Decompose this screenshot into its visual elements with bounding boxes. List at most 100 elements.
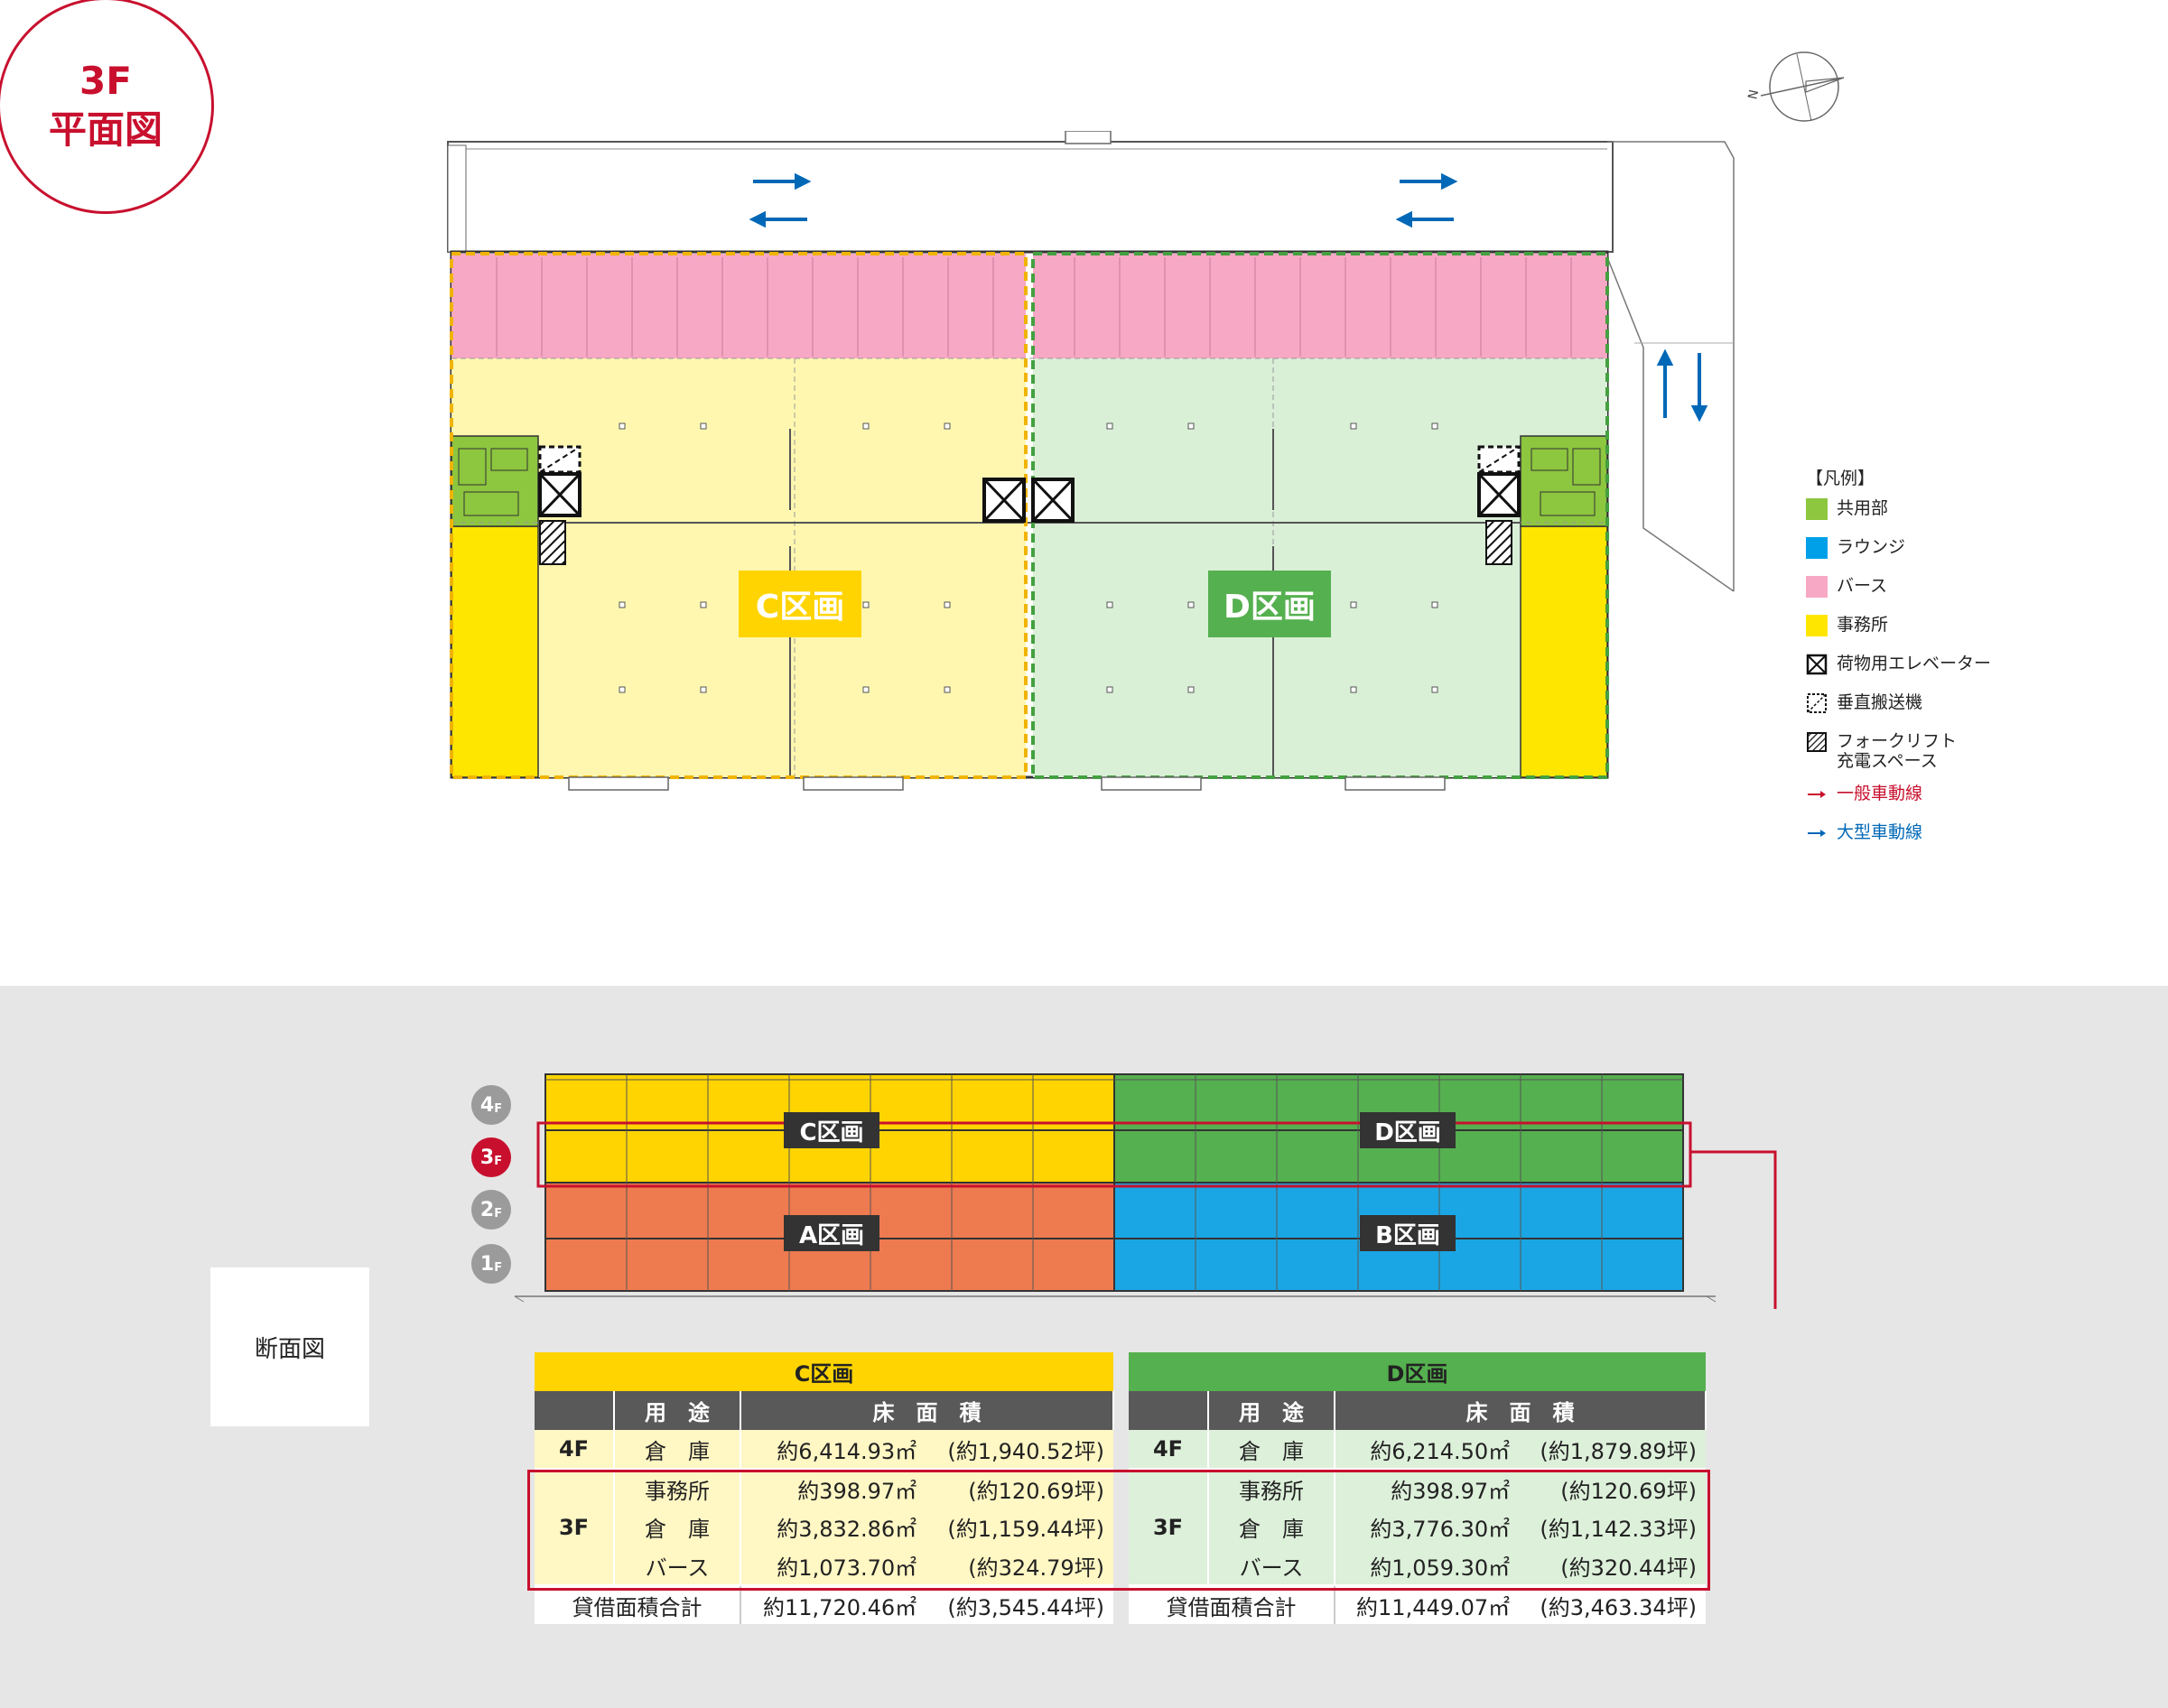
table-row: 3F 事務所 約398.97㎡ (約120.69坪): [535, 1468, 1113, 1585]
row-tsubo: (約324.79坪): [968, 1555, 1104, 1581]
legend-item-vertical-conveyor: 垂直搬送機: [1806, 692, 2041, 731]
row-sqm: 約6,214.50㎡: [1370, 1438, 1511, 1464]
compass-icon: N: [1745, 51, 1845, 122]
row-use: 事務所: [614, 1468, 741, 1508]
section-title-text: 断面図: [254, 1335, 325, 1363]
table-3f-highlight: [527, 1470, 1710, 1591]
row-use: 倉 庫: [1208, 1508, 1335, 1546]
legend-item-large-route: 大型車動線: [1806, 822, 2041, 861]
hatched-box-icon: [1807, 732, 1827, 752]
legend-label: 充電スペース: [1837, 751, 1938, 771]
table-total-row: 貸借面積合計 約11,720.46㎡ (約3,545.44坪): [535, 1584, 1113, 1624]
table-c-floor-header: [535, 1391, 615, 1430]
row-sqm: 約3,776.30㎡: [1370, 1517, 1511, 1542]
floor-badge-number: 3F: [79, 59, 132, 103]
row-sqm: 約398.97㎡: [1335, 1468, 1520, 1508]
table-d-floor-header: [1129, 1391, 1209, 1430]
legend-label: 荷物用エレベーター: [1837, 654, 1992, 673]
floor-number: 2: [479, 1198, 495, 1221]
legend-label: 共用部: [1837, 498, 1889, 518]
legend-title: 【凡例】: [1806, 469, 1875, 488]
floor-badge-title: 平面図: [48, 107, 163, 152]
section-label-d: D区画: [1360, 1112, 1456, 1148]
total-label: 貸借面積合計: [1129, 1584, 1335, 1624]
table-total-row: 貸借面積合計 約11,449.07㎡ (約3,463.34坪): [1129, 1584, 1706, 1624]
table-d-use-header: 用 途: [1208, 1391, 1335, 1430]
row-use: バース: [1208, 1546, 1335, 1585]
table-row: 倉 庫 約3,776.30㎡ (約1,142.33坪): [1129, 1508, 1706, 1546]
blue-arrow-icon: [1808, 830, 1826, 837]
row-sqm: 約1,073.70㎡: [777, 1555, 917, 1581]
legend: 【凡例】 共用部 ラウンジ バース 事務所 荷物用エレベーター 垂直搬送機 フォ…: [1806, 465, 2041, 861]
row-use: 倉 庫: [1208, 1430, 1335, 1469]
legend-label: 垂直搬送機: [1837, 692, 1923, 712]
legend-item-office: 事務所: [1806, 615, 2041, 654]
section-label-a: A区画: [784, 1215, 879, 1251]
legend-label: フォークリフト: [1837, 731, 1958, 751]
row-sqm: 約398.97㎡: [740, 1468, 926, 1508]
floor-number: 1: [479, 1252, 495, 1276]
legend-item-general-route: 一般車動線: [1806, 784, 2041, 822]
zone-d-label: D区画: [1208, 571, 1331, 637]
table-d-area-header: 床 面 積: [1335, 1391, 1707, 1430]
legend-label: 大型車動線: [1837, 822, 1923, 842]
total-tsubo: (約3,545.44坪): [926, 1584, 1113, 1624]
section-label-b: B区画: [1360, 1215, 1456, 1251]
total-sqm: 約11,720.46㎡: [740, 1584, 926, 1624]
table-row: バース 約1,059.30㎡ (約320.44坪): [1129, 1546, 1706, 1585]
total-sqm: 約11,449.07㎡: [1335, 1584, 1520, 1624]
table-row: バース 約1,073.70㎡ (約324.79坪): [535, 1546, 1113, 1585]
row-use: 倉 庫: [614, 1508, 741, 1546]
legend-item-berth: バース: [1806, 576, 2041, 615]
table-c-area-header: 床 面 積: [740, 1391, 1114, 1430]
compass-letter: N: [1745, 88, 1762, 101]
legend-label: バース: [1837, 576, 1888, 596]
legend-item-common: 共用部: [1806, 498, 2041, 537]
section-drawing: [514, 1073, 1777, 1309]
row-tsubo: (約1,159.44坪): [947, 1517, 1104, 1542]
floor-badge: 3F 平面図: [0, 0, 214, 214]
red-arrow-icon: [1808, 791, 1826, 798]
row-tsubo: (約1,879.89坪): [1540, 1438, 1697, 1464]
row-tsubo: (約320.44坪): [1560, 1555, 1697, 1581]
dashed-box-icon: [1807, 693, 1827, 713]
berth-swatch: [1806, 576, 1828, 598]
zone-c-label: C区画: [739, 571, 861, 637]
table-row: 倉 庫 約3,832.86㎡ (約1,159.44坪): [535, 1508, 1113, 1546]
row-sqm: 約3,832.86㎡: [777, 1517, 917, 1542]
row-floor: 4F: [1129, 1430, 1209, 1469]
row-tsubo: (約1,940.52坪): [947, 1438, 1104, 1464]
row-use: 倉 庫: [614, 1430, 741, 1469]
table-row: 3F 事務所 約398.97㎡ (約120.69坪): [1129, 1468, 1706, 1585]
row-tsubo: (約120.69坪): [926, 1468, 1113, 1508]
legend-label: 事務所: [1837, 615, 1889, 635]
row-floor: 3F: [1129, 1468, 1209, 1585]
floor-plan-drawing: [447, 131, 1735, 791]
legend-item-lounge: ラウンジ: [1806, 537, 2041, 576]
common-swatch: [1806, 498, 1828, 520]
floor-plan: C区画 D区画: [442, 131, 1743, 799]
floor-number: 3: [479, 1146, 495, 1169]
floor-suffix: F: [494, 1260, 503, 1275]
section-title: 断面図: [210, 1267, 369, 1426]
row-use: バース: [614, 1546, 741, 1585]
table-d-title: D区画: [1129, 1352, 1706, 1391]
floor-suffix: F: [494, 1206, 503, 1221]
floor-number: 4: [479, 1093, 495, 1117]
row-floor: 4F: [535, 1430, 615, 1469]
table-row: 4F 倉 庫 約6,414.93㎡ (約1,940.52坪): [535, 1430, 1113, 1469]
table-c: C区画 用 途 床 面 積 4F 倉 庫 約6,414.93㎡ (約1,940.…: [535, 1352, 1114, 1624]
section-label-c: C区画: [784, 1112, 879, 1148]
lounge-swatch: [1806, 537, 1828, 559]
legend-item-freight-elevator: 荷物用エレベーター: [1806, 654, 2041, 692]
crossed-box-icon: [1806, 654, 1828, 675]
row-sqm: 約1,059.30㎡: [1370, 1555, 1511, 1581]
table-c-use-header: 用 途: [614, 1391, 741, 1430]
row-use: 事務所: [1208, 1468, 1335, 1508]
legend-label: 一般車動線: [1837, 784, 1923, 803]
row-sqm: 約6,414.93㎡: [777, 1438, 917, 1464]
